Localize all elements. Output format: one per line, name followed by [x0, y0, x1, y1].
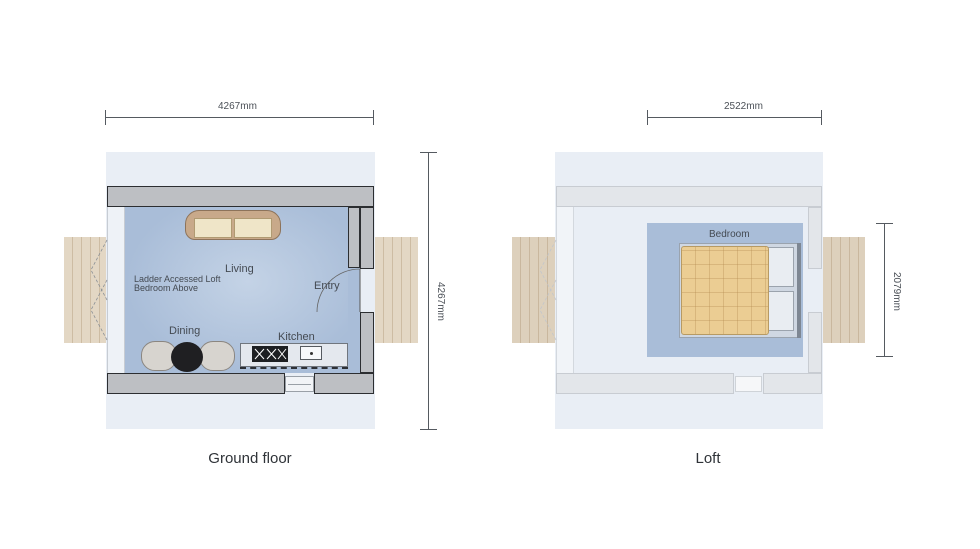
entry-door-swing	[316, 268, 361, 313]
ground-height-label: 4267mm	[435, 282, 446, 321]
loft-title: Loft	[695, 450, 721, 467]
ground-floor-title: Ground floor	[208, 450, 292, 467]
entry-label: Entry	[314, 280, 340, 292]
loft-right-deck	[823, 237, 865, 343]
ground-right-wall-lower	[360, 312, 374, 373]
ground-bottom-wall-left	[107, 373, 285, 394]
loft-ladder-step	[735, 376, 762, 392]
loft-right-wall-upper	[808, 207, 822, 269]
bed-headboard	[797, 243, 801, 338]
sofa-cushion-right	[234, 218, 272, 238]
dining-label: Dining	[169, 325, 201, 337]
kitchen-counter-edge	[240, 367, 348, 369]
loft-height-label: 2079mm	[891, 272, 902, 311]
ground-top-wall	[107, 186, 374, 207]
loft-left-glass-wall	[556, 207, 574, 373]
loft-note-line2: Bedroom Above	[134, 283, 199, 293]
dining-bench-left	[141, 341, 177, 371]
loft-top-wall	[556, 186, 822, 207]
ground-left-glass-wall	[107, 207, 125, 373]
pillow-bottom	[764, 291, 794, 331]
ground-right-wall	[360, 207, 374, 269]
entry-floor	[348, 268, 360, 373]
ground-bottom-wall-right	[314, 373, 374, 394]
ground-step-line	[288, 384, 311, 385]
sofa-cushion-left	[194, 218, 232, 238]
ground-right-deck	[375, 237, 418, 343]
living-label: Living	[225, 263, 254, 275]
bed-duvet	[681, 246, 769, 335]
loft-bottom-wall-left	[556, 373, 734, 394]
loft-width-label: 2522mm	[724, 101, 763, 112]
dining-table	[171, 342, 203, 372]
cooktop-burners-icon	[254, 348, 287, 360]
sink-drain	[310, 352, 313, 355]
ground-door-swings	[90, 239, 108, 341]
dining-bench-right	[199, 341, 235, 371]
loft-note-line1: Ladder Accessed Loft	[134, 274, 221, 284]
ground-width-label: 4267mm	[218, 101, 257, 112]
ground-entry-partition	[348, 207, 360, 268]
loft-bottom-wall-right	[763, 373, 822, 394]
kitchen-label: Kitchen	[278, 331, 315, 343]
bedroom-label: Bedroom	[709, 229, 750, 240]
loft-door-swings	[539, 239, 557, 341]
loft-right-wall-lower	[808, 312, 822, 373]
